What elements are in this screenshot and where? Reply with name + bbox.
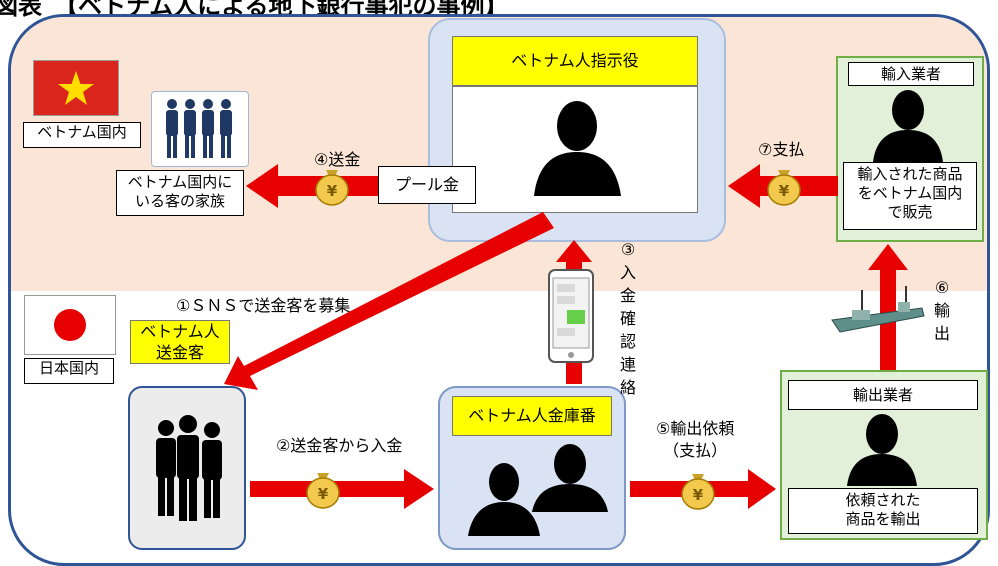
treasurer-label: ベトナム人金庫番 <box>452 396 612 436</box>
step7-label: ⑦支払 <box>758 140 805 159</box>
arrow-remit <box>246 164 378 208</box>
ship-icon <box>831 286 925 333</box>
customer-label: ベトナム人 送金客 <box>130 320 230 364</box>
smartphone-icon <box>548 269 594 363</box>
vietnam-flag-icon <box>33 60 119 116</box>
money-bag-icon <box>767 169 801 206</box>
family-label: ベトナム国内に いる客の家族 <box>116 170 244 216</box>
treasurer-silhouette-icon <box>458 440 618 540</box>
japan-flag-icon <box>24 295 116 355</box>
importer-desc: 輸入された商品 をベトナム国内 で販売 <box>843 162 977 230</box>
instructor-label: ベトナム人指示役 <box>452 36 698 86</box>
money-bag-icon <box>306 472 340 509</box>
step1-label: ①ＳＮＳで送金客を募集 <box>176 296 351 315</box>
japan-region-label: 日本国内 <box>24 358 114 384</box>
family-group-icon <box>151 91 249 167</box>
step3-label: ③入金確認連絡 <box>619 240 636 397</box>
exporter-title: 輸出業者 <box>788 380 978 410</box>
customer-group-icon <box>138 408 238 528</box>
vietnam-region-label: ベトナム国内 <box>23 122 141 148</box>
arrow-recruit <box>224 212 554 390</box>
step2-label: ②送金客から入金 <box>276 436 403 455</box>
exporter-silhouette-icon <box>842 412 922 486</box>
exporter-desc: 依頼された 商品を輸出 <box>788 488 978 534</box>
importer-silhouette-icon <box>868 88 948 162</box>
step5-label: ⑤輸出依頼 （支払） <box>656 419 735 460</box>
importer-title: 輸入業者 <box>848 62 974 86</box>
arrow-export <box>868 244 908 370</box>
instructor-silhouette-icon <box>530 96 625 196</box>
step6-label: ⑥輸出 <box>933 278 950 343</box>
money-bag-icon <box>681 473 715 510</box>
step4-label: ④送金 <box>314 150 361 169</box>
pool-label: プール金 <box>378 166 476 204</box>
money-bag-icon <box>315 169 349 206</box>
arrow-deposit <box>250 469 434 509</box>
